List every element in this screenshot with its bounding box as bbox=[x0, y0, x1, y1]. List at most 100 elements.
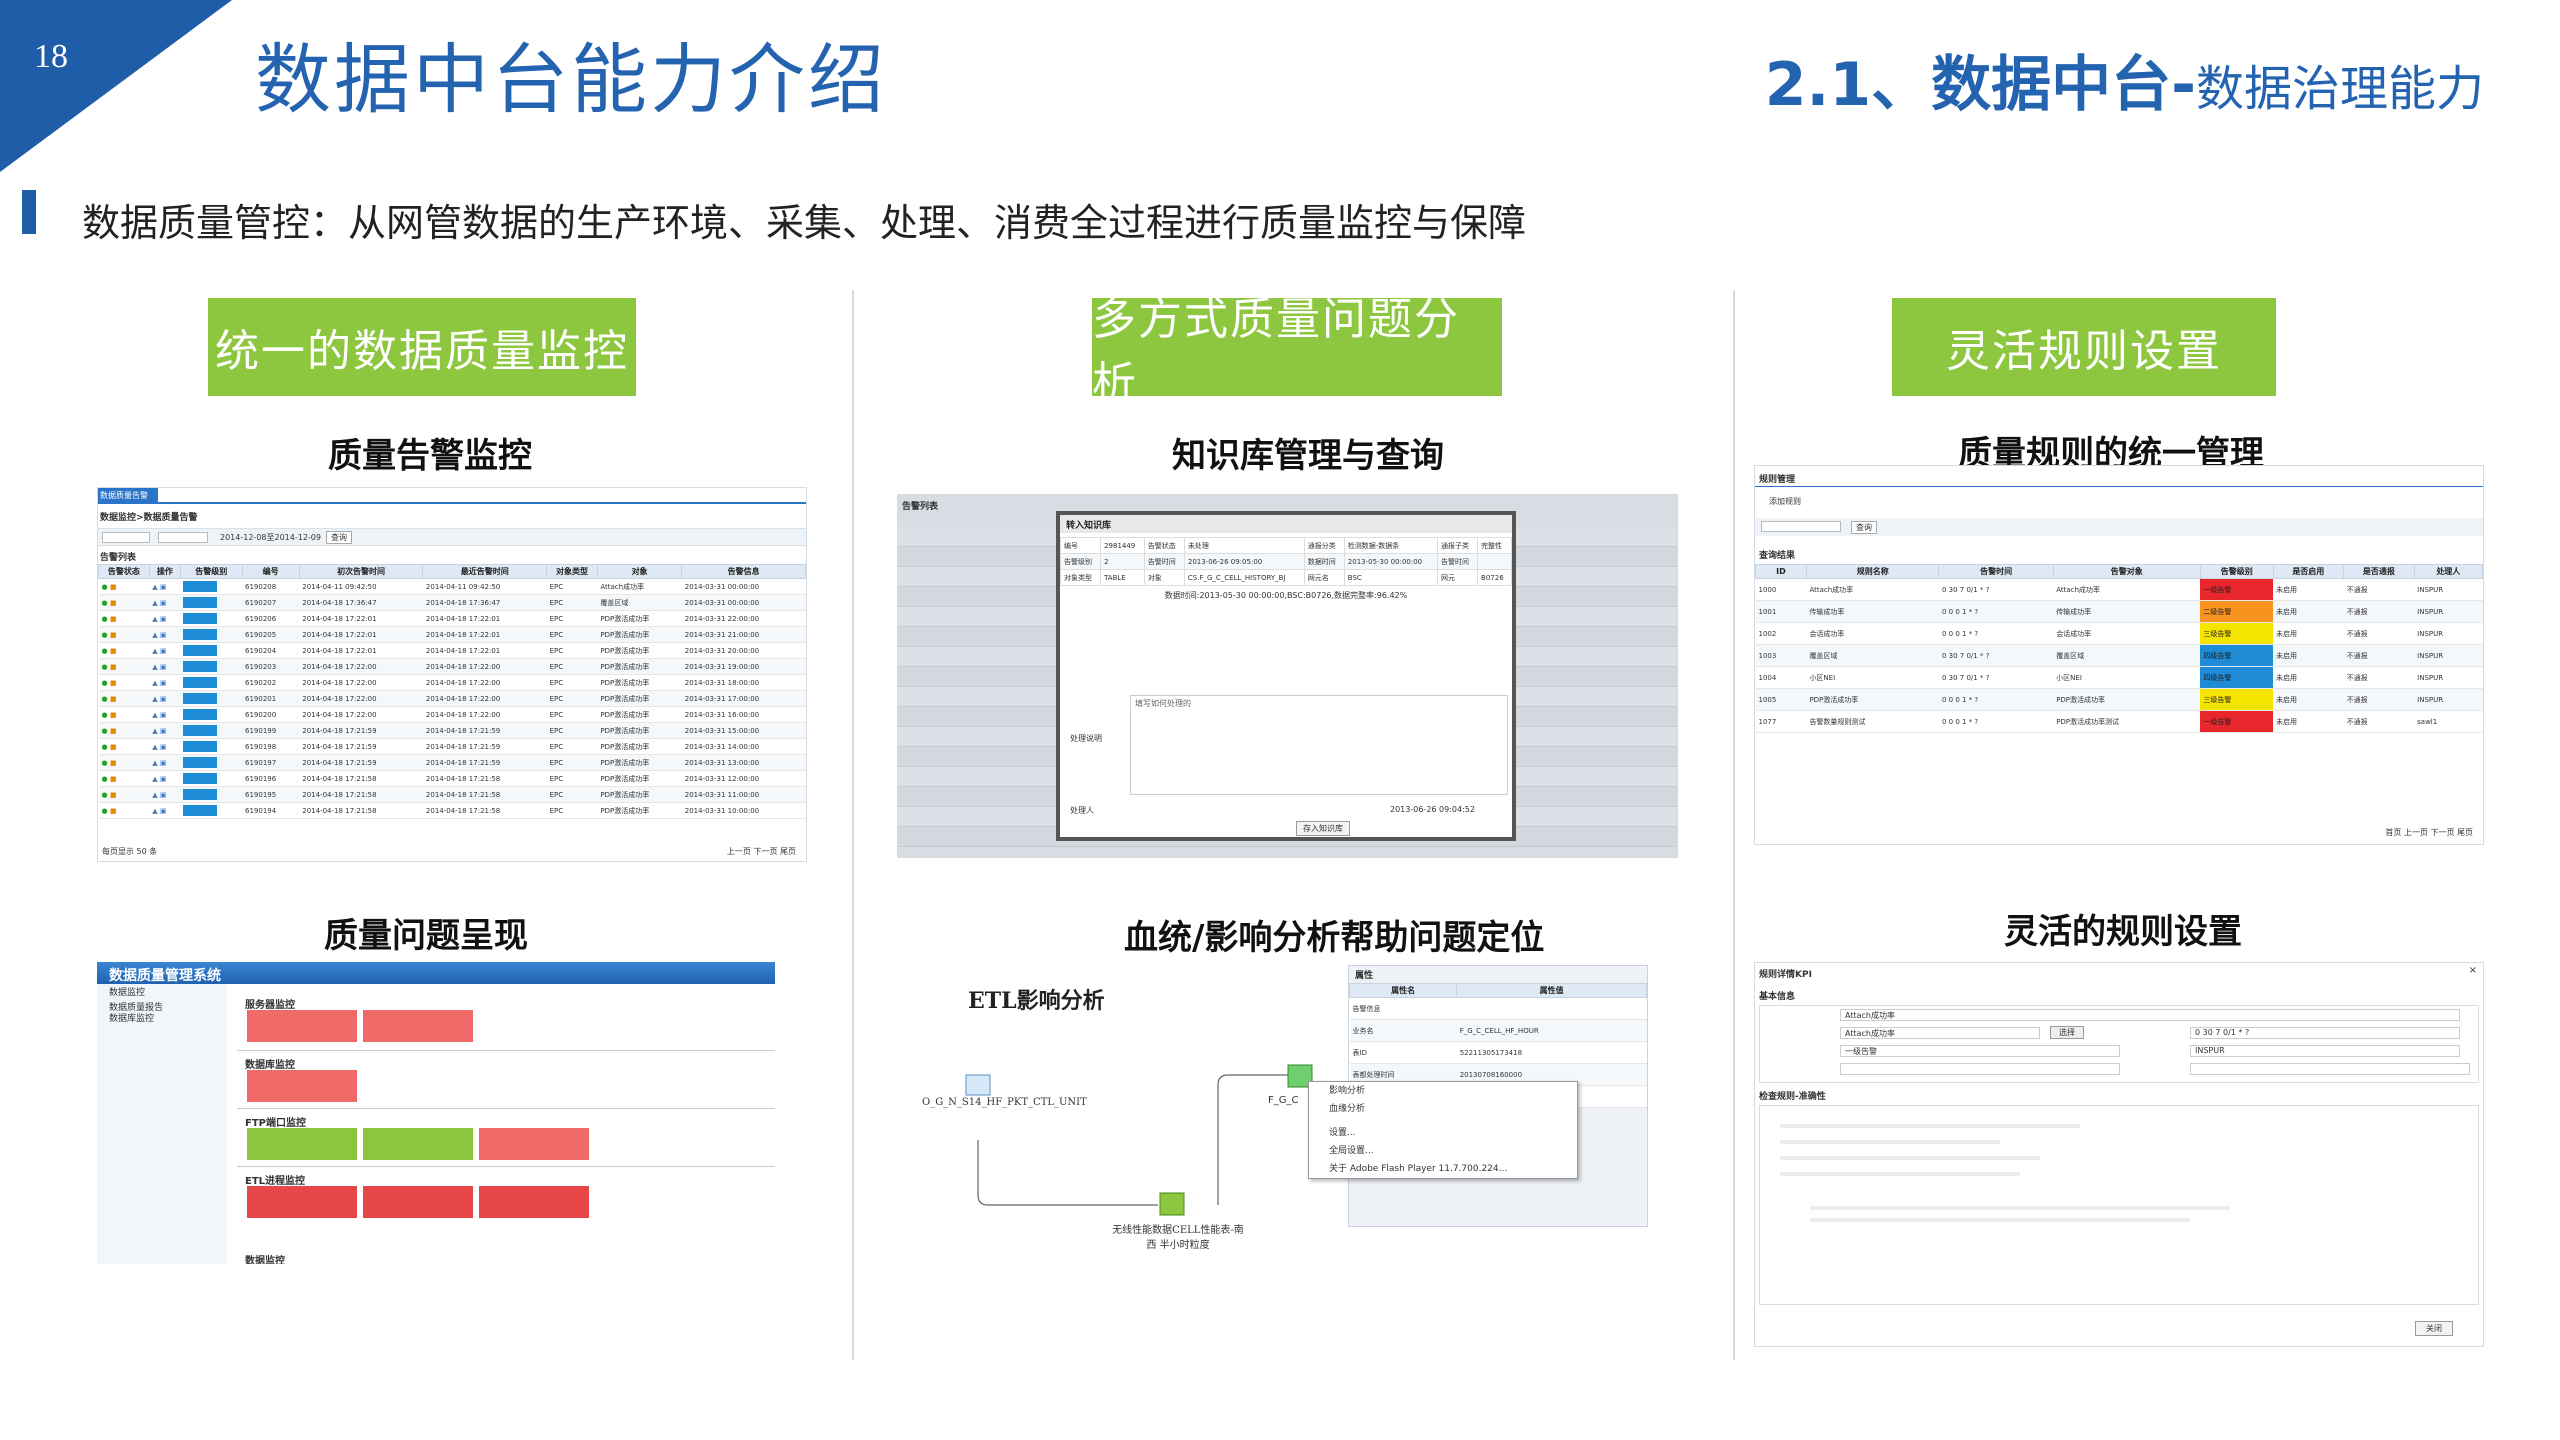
rule-table-header[interactable]: 规则名称 bbox=[1805, 564, 1940, 579]
alert-table-header[interactable]: 对象类型 bbox=[546, 564, 598, 579]
table-cell: EPC bbox=[546, 722, 598, 739]
object-select[interactable] bbox=[102, 532, 150, 543]
etl-card[interactable] bbox=[247, 1186, 357, 1218]
query-button[interactable]: 查询 bbox=[326, 531, 352, 544]
alert-table-header[interactable]: 对象 bbox=[596, 564, 683, 579]
feature-button-rules[interactable]: 灵活规则设置 bbox=[1892, 298, 2276, 396]
rule-table-header[interactable]: 告警时间 bbox=[1938, 564, 2054, 579]
handle-textarea[interactable]: 填写如何处理的 bbox=[1130, 695, 1508, 795]
close-icon[interactable]: × bbox=[2468, 965, 2477, 976]
context-menu-item[interactable]: 血缘分析 bbox=[1329, 1104, 1366, 1114]
sidebar-item[interactable]: 数据监控 bbox=[109, 988, 146, 998]
rule-search-input[interactable] bbox=[1761, 521, 1841, 532]
sidebar-item[interactable]: 数据质量报告 bbox=[109, 1003, 164, 1013]
feature-button-monitoring[interactable]: 统一的数据质量监控 bbox=[208, 298, 636, 396]
etl-card[interactable] bbox=[363, 1186, 473, 1218]
table-cell: 2014-03-31 22:00:00 bbox=[681, 610, 806, 627]
close-button[interactable]: 关闭 bbox=[2415, 1321, 2453, 1336]
target-table-icon[interactable] bbox=[1287, 1064, 1313, 1088]
context-menu-item[interactable]: 关于 Adobe Flash Player 11.7.700.224... bbox=[1329, 1164, 1508, 1174]
database-card[interactable] bbox=[247, 1070, 357, 1102]
table-cell: PDP激活成功率 bbox=[597, 754, 682, 771]
rule-table-header[interactable]: 处理人 bbox=[2413, 564, 2483, 579]
alert-table-header[interactable]: 编号 bbox=[241, 564, 300, 579]
handler-field[interactable]: INSPUR bbox=[2190, 1045, 2460, 1057]
alert-table-header[interactable]: 告警信息 bbox=[681, 564, 806, 579]
ftp-card[interactable] bbox=[363, 1128, 473, 1160]
table-cell: EPC bbox=[546, 690, 598, 707]
alert-table-header[interactable]: 告警状态 bbox=[98, 564, 150, 579]
table-cell: 6190199 bbox=[242, 722, 300, 739]
enabled-select[interactable] bbox=[1840, 1063, 2120, 1075]
alert-table-header[interactable]: 最近告警时间 bbox=[422, 564, 548, 579]
type-select[interactable] bbox=[158, 532, 208, 543]
section-ftp: FTP端口监控 bbox=[245, 1118, 306, 1129]
ftp-card[interactable] bbox=[479, 1128, 589, 1160]
per-page[interactable]: 每页显示 50 条 bbox=[102, 847, 158, 856]
pager[interactable]: 上一页 下一页 尾页 bbox=[726, 847, 796, 856]
context-menu-item[interactable]: 设置... bbox=[1329, 1128, 1356, 1138]
etl-job-icon[interactable] bbox=[1159, 1192, 1185, 1216]
server-card[interactable] bbox=[247, 1010, 357, 1042]
tab-alerts[interactable]: 数据质量告警 bbox=[98, 488, 158, 502]
column-divider bbox=[1733, 290, 1735, 1360]
field-label: 对象 bbox=[1143, 569, 1185, 586]
rule-name-field[interactable]: Attach成功率 bbox=[1840, 1009, 2460, 1021]
add-rule-link[interactable]: 添加规则 bbox=[1769, 497, 1801, 506]
sidebar-item[interactable]: 数据库监控 bbox=[109, 1014, 155, 1024]
alert-table-header[interactable]: 初次告警时间 bbox=[298, 564, 424, 579]
rule-table-header[interactable]: ID bbox=[1755, 564, 1807, 579]
notify-select[interactable] bbox=[2190, 1063, 2470, 1075]
feature-button-analysis[interactable]: 多方式质量问题分析 bbox=[1092, 294, 1502, 409]
server-card[interactable] bbox=[363, 1010, 473, 1042]
select-button[interactable]: 选择 bbox=[2050, 1026, 2084, 1039]
context-menu-item[interactable]: 影响分析 bbox=[1329, 1086, 1366, 1096]
target-node-label: F_G_C bbox=[1268, 1095, 1299, 1106]
save-to-kb-button[interactable]: 存入知识库 bbox=[1296, 821, 1350, 836]
table-cell: 未启用 bbox=[2273, 622, 2344, 645]
ftp-card[interactable] bbox=[247, 1128, 357, 1160]
level-select[interactable]: 一级告警 bbox=[1840, 1045, 2120, 1057]
alert-table-header[interactable]: 操作 bbox=[148, 564, 181, 579]
action-icons: ▲ ▣ bbox=[149, 658, 181, 675]
rule-query-button[interactable]: 查询 bbox=[1851, 521, 1877, 534]
rule-table-header[interactable]: 告警级别 bbox=[2199, 564, 2274, 579]
rule-pager[interactable]: 首页 上一页 下一页 尾页 bbox=[2385, 828, 2473, 837]
rule-table-header[interactable]: 是否通报 bbox=[2343, 564, 2415, 579]
rule-table-header[interactable]: 告警对象 bbox=[2052, 564, 2201, 579]
alert-object-field[interactable]: Attach成功率 bbox=[1840, 1027, 2040, 1039]
alert-table-header[interactable]: 告警级别 bbox=[179, 564, 243, 579]
rule-line bbox=[1810, 1218, 2190, 1222]
date-range[interactable]: 2014-12-08至2014-12-09 bbox=[220, 533, 321, 542]
source-table-icon[interactable] bbox=[965, 1074, 991, 1096]
context-menu-item[interactable]: 全局设置... bbox=[1329, 1146, 1374, 1156]
table-cell: 覆盖区域 bbox=[597, 594, 682, 611]
source-node-label: O_G_N_S14_HF_PKT_CTL_UNIT bbox=[922, 1097, 1087, 1108]
table-cell: 6190202 bbox=[242, 674, 300, 691]
rule-table-header[interactable]: 是否启用 bbox=[2272, 564, 2345, 579]
schedule-field[interactable]: 0 30 7 0/1 * ? bbox=[2190, 1027, 2460, 1039]
etl-card[interactable] bbox=[479, 1186, 589, 1218]
